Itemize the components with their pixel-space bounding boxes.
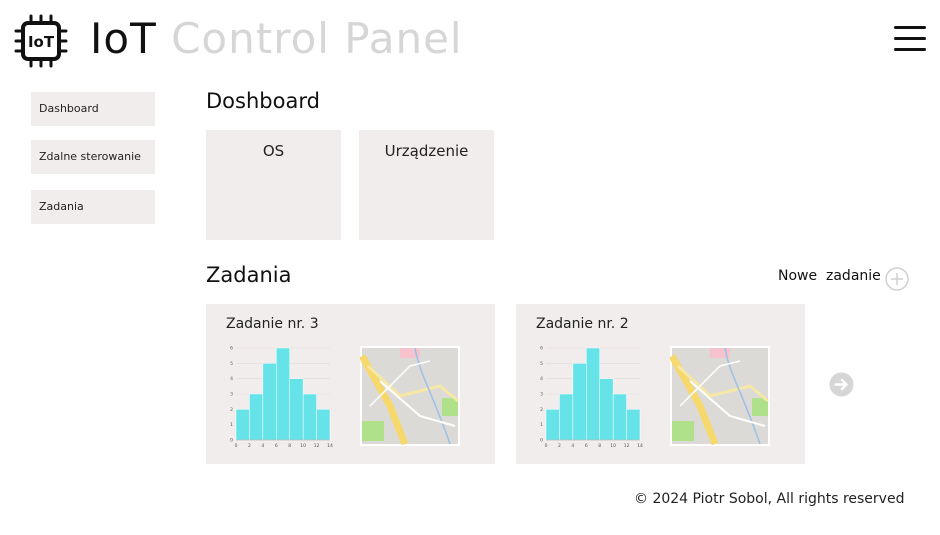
y-tick-label: 1 [540,422,543,428]
sidebar-item-remote-control[interactable]: Zdalne sterowanie [31,140,155,174]
y-tick-label: 4 [540,376,543,382]
new-task-label: Nowe zadanie [778,268,881,284]
sidebar-item-tasks[interactable]: Zadania [31,190,155,224]
menu-line [894,37,926,40]
x-tick-label: 2 [558,443,561,449]
y-tick-label: 4 [230,376,233,382]
app-title-prefix: IoT [90,14,157,63]
card-title: Urządzenie [384,142,469,160]
hamburger-menu-icon[interactable] [894,26,926,52]
histogram-bar [586,347,600,441]
x-tick-label: 6 [585,443,588,449]
y-tick-label: 3 [540,392,543,398]
histogram-bar [572,363,587,441]
menu-line [894,26,926,29]
footer-copyright: © 2024 Piotr Sobol, All rights reserved [634,491,905,507]
histogram-bar [626,409,641,441]
arrow-right-circle-icon[interactable] [829,372,854,397]
histogram-bar [235,409,250,441]
task-map-thumbnail [670,346,770,446]
x-tick-label: 14 [637,443,643,449]
x-tick-label: 12 [314,443,320,449]
x-tick-label: 10 [300,443,306,449]
y-tick-label: 5 [540,361,543,367]
sidebar-item-label: Zadania [39,200,84,213]
task-title: Zadanie nr. 3 [226,316,319,332]
iot-chip-logo-icon: IoT [14,14,68,68]
histogram-bar [249,393,264,441]
y-tick-label: 6 [540,346,543,352]
y-tick-label: 0 [540,438,543,444]
y-tick-label: 0 [230,438,233,444]
histogram-bar [262,363,277,441]
y-tick-label: 2 [540,407,543,413]
histogram-bar [612,393,627,441]
x-tick-label: 2 [248,443,251,449]
x-tick-label: 12 [624,443,630,449]
x-tick-label: 6 [275,443,278,449]
new-task-button[interactable]: Nowe zadanie [778,268,881,284]
menu-line [894,48,926,51]
y-tick-label: 6 [230,346,233,352]
histogram-bar [302,393,317,441]
x-tick-label: 0 [545,443,548,449]
y-tick-label: 5 [230,361,233,367]
x-tick-label: 0 [235,443,238,449]
y-tick-label: 2 [230,407,233,413]
app-title-suffix: Control Panel [171,14,463,63]
x-tick-label: 4 [261,443,264,449]
sidebar-item-dashboard[interactable]: Dashboard [31,92,155,126]
histogram-bar [289,378,304,441]
y-tick-label: 1 [230,422,233,428]
task-title: Zadanie nr. 2 [536,316,629,332]
dashboard-heading: Doshboard [206,89,320,113]
sidebar-item-label: Zdalne sterowanie [39,150,141,163]
x-tick-label: 4 [571,443,574,449]
task-map-thumbnail [360,346,460,446]
tasks-heading: Zadania [206,263,292,287]
card-title: OS [262,142,285,160]
x-tick-label: 8 [598,443,601,449]
x-tick-label: 8 [288,443,291,449]
logo-text: IoT [28,33,55,51]
x-tick-label: 10 [610,443,616,449]
app-title: IoT Control Panel [90,12,463,66]
os-card[interactable]: OS [206,130,341,240]
histogram-bar [599,378,614,441]
plus-circle-icon[interactable] [885,267,909,291]
y-tick-label: 3 [230,392,233,398]
histogram-bar [276,347,290,441]
histogram-bar [559,393,574,441]
histogram-bar [316,409,331,441]
sidebar-item-label: Dashboard [39,102,99,115]
x-tick-label: 14 [327,443,333,449]
device-card[interactable]: Urządzenie [359,130,494,240]
histogram-bar [545,409,560,441]
